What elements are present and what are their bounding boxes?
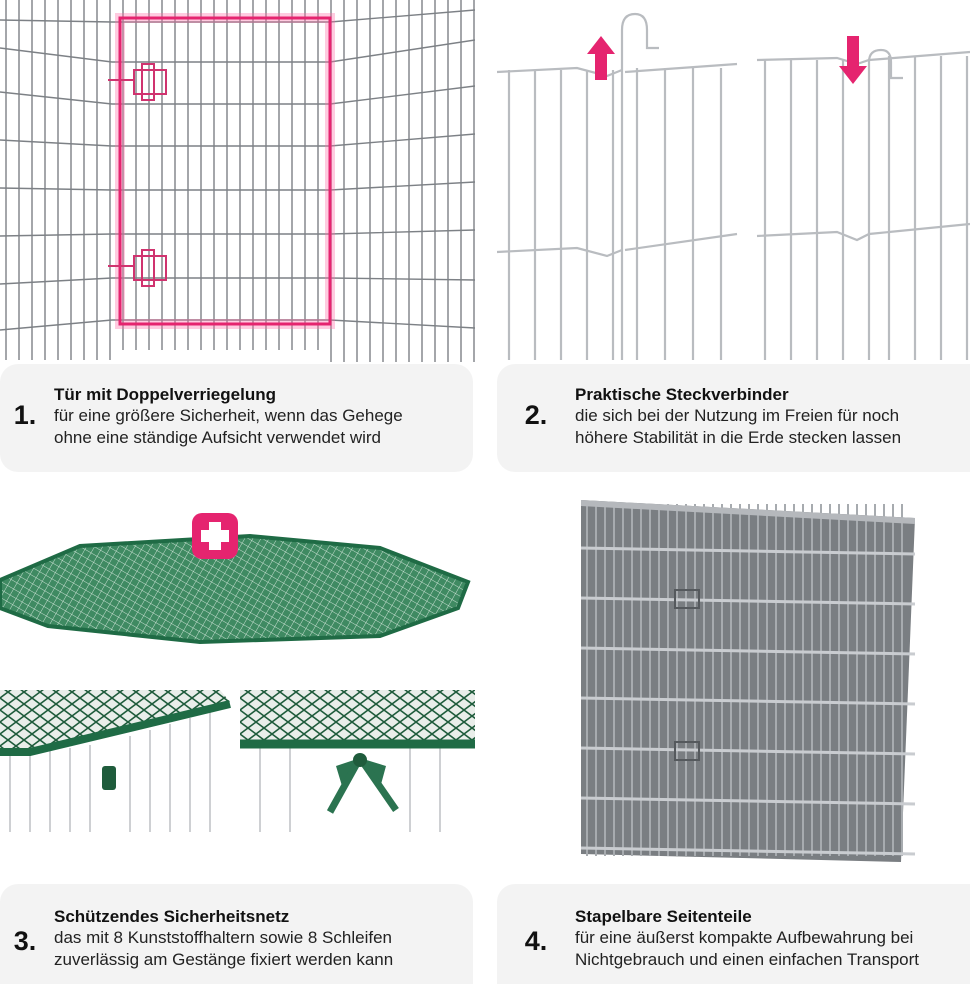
feature-caption-4: 4. Stapelbare Seitenteile für eine äußer…: [497, 884, 970, 984]
latch-bottom-icon: [108, 249, 167, 287]
feature-caption-3: 3. Schützendes Sicherheitsnetz das mit 8…: [0, 884, 473, 984]
latch-top-icon: [108, 63, 167, 101]
feature-description-line: zuverlässig am Gestänge fixiert werden k…: [54, 950, 394, 969]
feature-title: Praktische Steckverbinder: [575, 385, 789, 404]
feature-description-line: die sich bei der Nutzung im Freien für n…: [575, 406, 900, 425]
stacked-panels-image-panel: [497, 490, 970, 875]
feature-number: 4.: [524, 926, 548, 956]
feature-caption-2: 2. Praktische Steckverbinder die sich be…: [497, 364, 970, 472]
feature-description-line: höhere Stabilität in die Erde stecken la…: [575, 428, 902, 447]
feature-description-line: für eine größere Sicherheit, wenn das Ge…: [54, 406, 403, 425]
plus-icon: [192, 513, 238, 559]
feature-number: 3.: [13, 926, 37, 956]
net-image-panel: [0, 500, 475, 875]
feature-title: Schützendes Sicherheitsnetz: [54, 907, 290, 926]
feature-title: Tür mit Doppelverriegelung: [54, 385, 276, 404]
feature-number: 1.: [13, 400, 37, 430]
stacked-panels-illustration: [497, 490, 970, 875]
arrow-up-icon: [587, 36, 615, 80]
feature-text: Tür mit Doppelverriegelung für eine größ…: [54, 384, 473, 449]
feature-text: Schützendes Sicherheitsnetz das mit 8 Ku…: [54, 906, 473, 971]
feature-description-line: für eine äußerst kompakte Aufbewahrung b…: [575, 928, 914, 947]
feature-number: 2.: [524, 400, 548, 430]
net-bow-detail-image: [240, 682, 475, 832]
feature-title: Stapelbare Seitenteile: [575, 907, 752, 926]
feature-description-line: Nichtgebrauch und einen einfachen Transp…: [575, 950, 920, 969]
feature-text: Praktische Steckverbinder die sich bei d…: [575, 384, 970, 449]
feature-description-line: ohne eine ständige Aufsicht verwendet wi…: [54, 428, 381, 447]
feature-text: Stapelbare Seitenteile für eine äußerst …: [575, 906, 970, 971]
net-holder-detail-image: [0, 682, 231, 832]
net-illustration: [0, 513, 475, 832]
feature-caption-1: 1. Tür mit Doppelverriegelung für eine g…: [0, 364, 473, 472]
arrow-down-icon: [839, 36, 867, 84]
feature-description-line: das mit 8 Kunststoffhaltern sowie 8 Schl…: [54, 928, 392, 947]
